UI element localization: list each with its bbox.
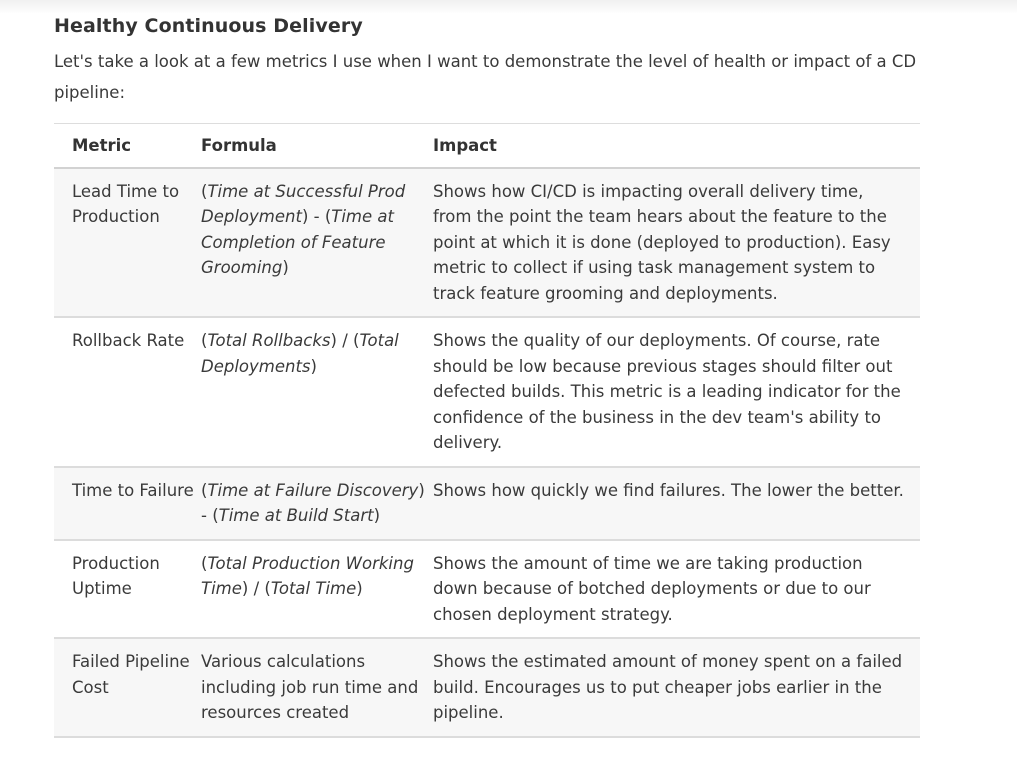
formula-term: Total Production Working Time [201,553,414,599]
article-section: Healthy Continuous Delivery Let's take a… [54,10,920,738]
impact-cell: Shows the estimated amount of money spen… [433,638,920,738]
formula-operator: ) - ( [301,207,332,226]
formula-operator: Various calculations including job run t… [201,652,419,722]
header-metric: Metric [54,123,201,169]
formula-term: Time at Successful Prod Deployment [201,181,406,227]
metric-cell: Production Uptime [54,539,201,639]
formula-term: Time at Failure Discovery [207,480,419,500]
intro-paragraph: Let's take a look at a few metrics I use… [54,52,917,102]
metric-cell: Lead Time to Production [54,167,201,318]
impact-cell: Shows the quality of our deployments. Of… [433,317,920,468]
formula-operator: ) [373,506,381,525]
formula-operator: ( [201,331,208,350]
top-shadow [0,0,1017,14]
formula-term: Time at Build Start [218,506,374,525]
table-header-row: Metric Formula Impact [54,123,920,169]
formula-operator: ) [356,579,363,598]
table-row: Production Uptime (Total Production Work… [54,539,920,639]
metrics-table: Metric Formula Impact Lead Time to Produ… [54,123,920,738]
table-body: Lead Time to Production (Time at Success… [54,167,920,738]
formula-cell: (Total Rollbacks) / (Total Deployments) [201,317,433,468]
impact-cell: Shows the amount of time we are taking p… [433,539,920,639]
impact-cell: Shows how CI/CD is impacting overall del… [433,167,920,318]
formula-operator: ( [201,181,208,201]
formula-term: Time at Completion of Feature Grooming [201,207,394,277]
formula-operator: ) - ( [201,480,425,526]
formula-term: Total Time [270,579,357,598]
formula-operator: ( [201,480,208,500]
table-row: Failed Pipeline Cost Various calculation… [54,638,920,738]
formula-operator: ) / ( [330,331,360,350]
impact-cell: Shows how quickly we find failures. The … [433,466,920,541]
formula-cell: (Total Production Working Time) / (Total… [201,539,433,639]
metric-cell: Rollback Rate [54,317,201,468]
table-row: Lead Time to Production (Time at Success… [54,167,920,318]
section-heading: Healthy Continuous Delivery [54,15,363,37]
formula-operator: ( [201,553,208,573]
formula-operator: ) [310,356,317,376]
formula-cell: (Time at Successful Prod Deployment) - (… [201,167,433,318]
formula-cell: Various calculations including job run t… [201,638,433,738]
formula-operator: ) [282,258,289,277]
metric-cell: Failed Pipeline Cost [54,638,201,738]
formula-term: Total Deployments [201,331,399,376]
table-row: Time to Failure (Time at Failure Discove… [54,466,920,541]
header-impact: Impact [433,123,920,169]
formula-cell: (Time at Failure Discovery) - (Time at B… [201,466,433,541]
formula-term: Total Rollbacks [207,331,331,350]
table-row: Rollback Rate (Total Rollbacks) / (Total… [54,317,920,468]
header-formula: Formula [201,123,433,169]
metric-cell: Time to Failure [54,466,201,541]
formula-operator: ) / ( [241,579,271,598]
